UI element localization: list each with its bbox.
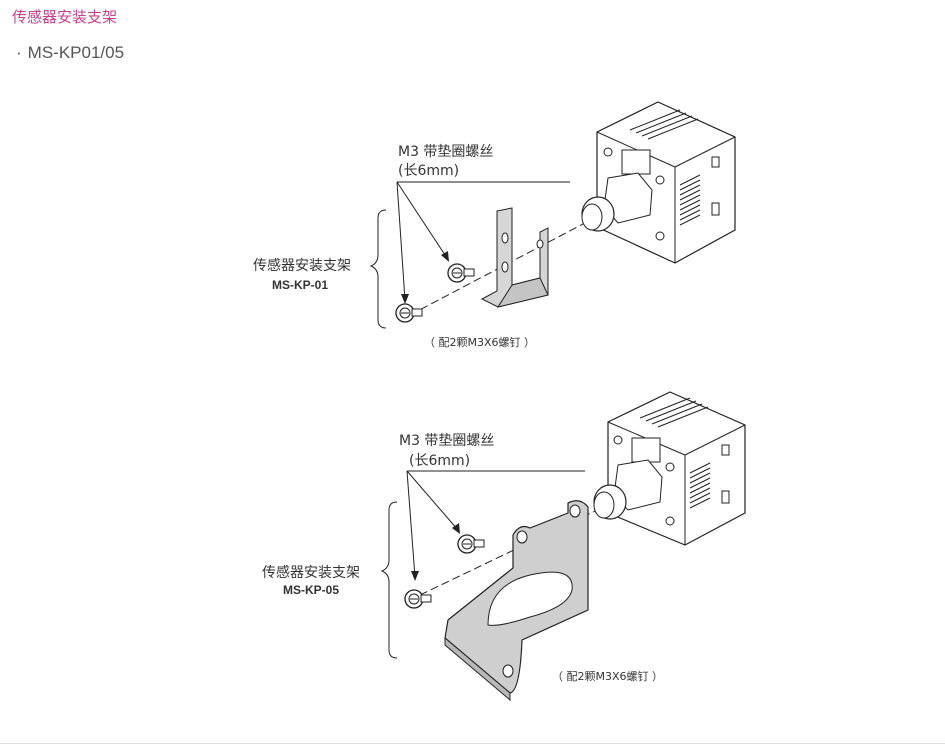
diagram-ms-kp-05: M3 带垫圈螺丝 (长6mm) 传感器安装支架 MS-KP-05 （ 配2颗M3…: [0, 385, 945, 705]
screw-c-2: [404, 589, 432, 609]
screw-label-line2: (长6mm): [398, 163, 460, 179]
leader-screw-d: [406, 470, 459, 531]
model-name: MS-KP01/05: [27, 43, 125, 62]
leader-screw-b: [396, 181, 448, 259]
bullet-dot: ·: [16, 43, 22, 62]
bracket-model: MS-KP-05: [283, 583, 340, 597]
screw-label-line2: (长6mm): [409, 453, 471, 469]
sensor-2: [593, 391, 746, 546]
bracket-label: 传感器安装支架: [262, 565, 360, 581]
diagram-1-illustration: [369, 101, 736, 329]
bracket-kp05: [444, 500, 589, 702]
screw-note: （ 配2颗M3X6螺钉 ）: [424, 336, 536, 349]
model-line: · MS-KP01/05: [16, 43, 124, 63]
brace-1: [369, 209, 387, 329]
sensor-1: [581, 101, 736, 264]
leader-screw-a: [396, 181, 406, 301]
leader-screw-c: [406, 470, 416, 578]
screw-label-line1: M3 带垫圈螺丝: [399, 433, 495, 449]
bottom-divider: [0, 743, 945, 744]
section-title: 传感器安装支架: [12, 8, 118, 26]
screw-a-1: [395, 303, 423, 323]
diagram-2-illustration: [380, 391, 746, 702]
bracket-model: MS-KP-01: [272, 278, 329, 292]
screw-d-2: [457, 534, 485, 554]
screw-note: （ 配2颗M3X6螺钉 ）: [552, 670, 664, 683]
bracket-label: 传感器安装支架: [253, 258, 351, 274]
diagram-ms-kp-01: M3 带垫圈螺丝 (长6mm) 传感器安装支架 MS-KP-01 （ 配2颗M3…: [0, 95, 945, 365]
screw-label-line1: M3 带垫圈螺丝: [398, 144, 494, 160]
screw-b-1: [447, 263, 475, 283]
brace-2: [380, 501, 398, 659]
bracket-kp01: [480, 207, 549, 308]
